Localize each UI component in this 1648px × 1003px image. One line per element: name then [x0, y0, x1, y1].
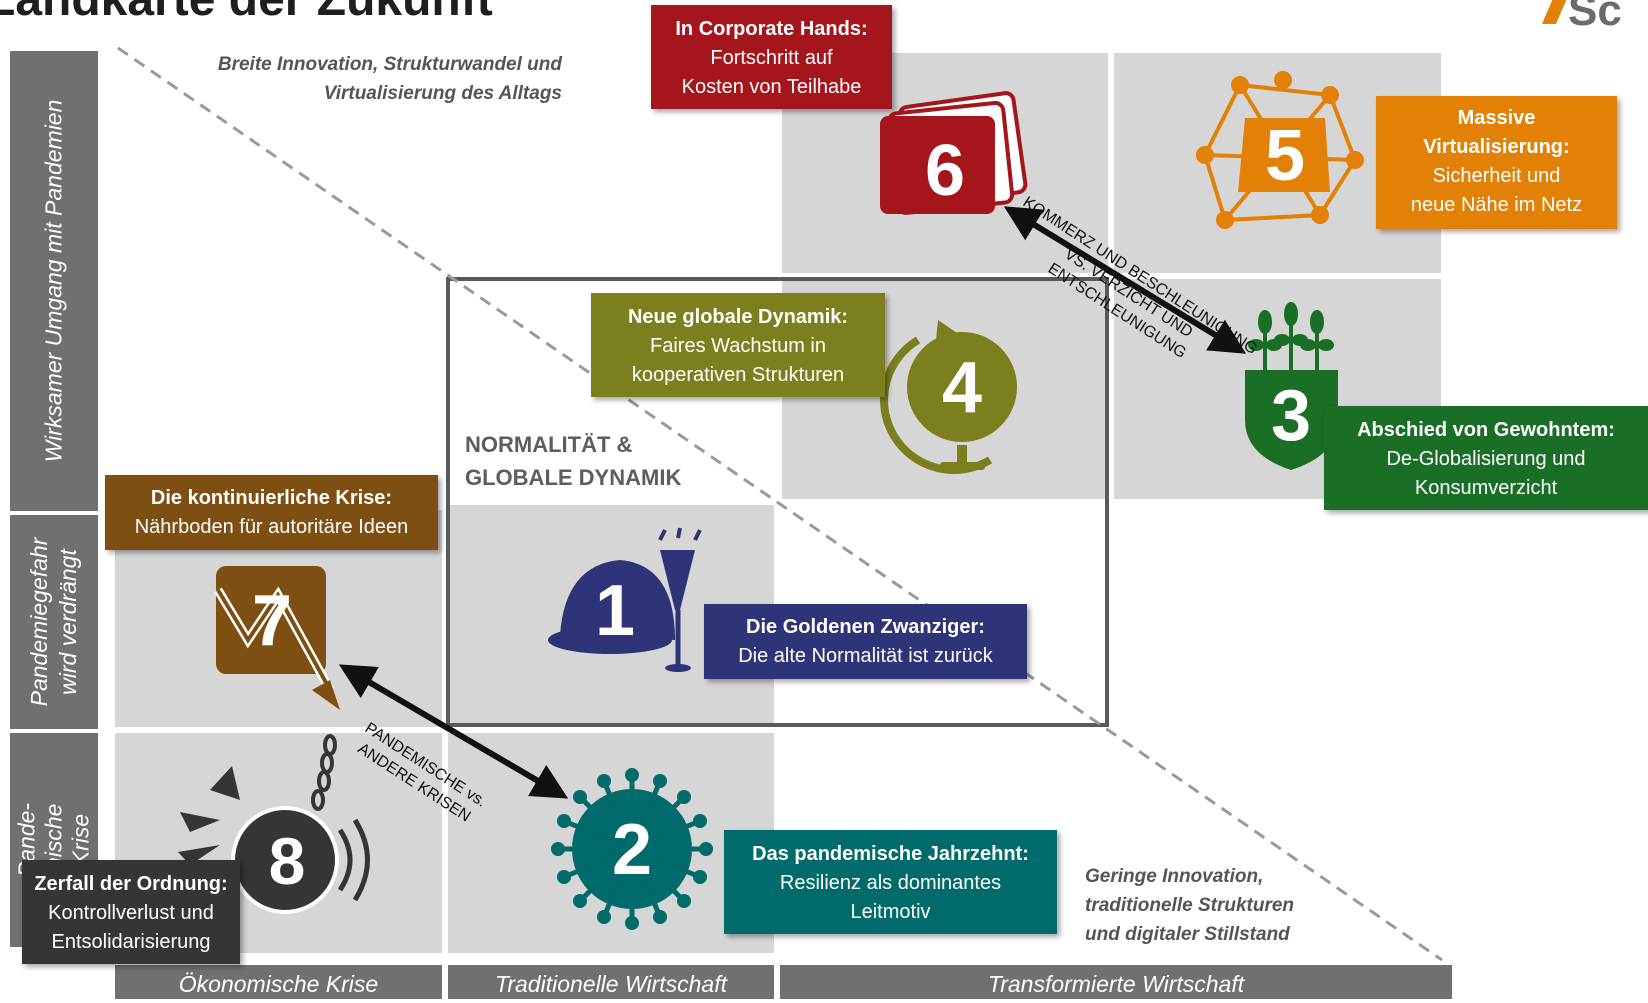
arrow-6-3 — [1003, 206, 1247, 354]
scenario-4-text: Faires Wachstum in kooperativen Struktur… — [631, 335, 845, 386]
scenario-7-title: Die kontinuierliche Krise: — [150, 487, 393, 509]
scenario-1-box: Die Goldenen Zwanziger: Die alte Normali… — [704, 604, 1027, 679]
diagonal-divider — [117, 46, 1443, 962]
scenario-6-icon: 6 — [880, 91, 1028, 215]
x-axis-label-oekonomische-krise: Ökonomische Krise — [115, 965, 442, 999]
scenario-6-text: Fortschritt auf Kosten von Teilhabe — [681, 47, 862, 98]
scenario-4-box: Neue globale Dynamik: Faires Wachstum in… — [591, 293, 885, 397]
arrow-7-2 — [338, 664, 569, 799]
caption-bottom-right: Geringe Innovation, traditionelle Strukt… — [1085, 866, 1295, 945]
scenario-3-title: Abschied von Gewohntem: — [1357, 419, 1615, 441]
y-axis-bar-middle: Pandemiegefahr wird verdrängt — [10, 515, 98, 729]
scenario-4-icon: 4 — [880, 320, 1017, 474]
scenario-8-title: Zerfall der Ordnung: — [34, 873, 228, 895]
scenario-7-number: 7 — [252, 581, 292, 661]
scenario-1-number: 1 — [595, 571, 635, 651]
scenario-4-title: Neue globale Dynamik: — [627, 306, 849, 328]
scenario-5-icon: 5 — [1196, 71, 1364, 229]
scenario-7-text: Nährboden für autoritäre Ideen — [134, 516, 409, 538]
scenario-8-number: 8 — [269, 824, 306, 898]
scenario-4-number: 4 — [942, 348, 982, 428]
scenario-5-box: Massive Virtualisierung: Sicherheit und … — [1376, 96, 1617, 229]
scenario-3-box: Abschied von Gewohntem: De-Globalisierun… — [1324, 406, 1648, 510]
scenario-1-icon: 1 — [548, 527, 702, 672]
scenario-1-title: Die Goldenen Zwanziger: — [746, 616, 985, 638]
scenario-8-text: Kontrollverlust und Entsolidarisierung — [48, 902, 214, 953]
scenario-7-box: Die kontinuierliche Krise: Nährboden für… — [105, 475, 438, 550]
normality-frame — [446, 277, 1109, 727]
x-axis-label-traditionelle-wirtschaft: Traditionelle Wirtschaft — [448, 965, 774, 999]
scenario-6-number: 6 — [925, 131, 965, 211]
brand-logo: Sc — [1538, 0, 1648, 35]
scenario-1-text: Die alte Normalität ist zurück — [738, 645, 993, 667]
scenario-2-text: Resilienz als dominantes Leitmotiv — [779, 872, 1002, 923]
scenario-2-icon: 2 — [551, 768, 713, 930]
scenario-3-text: De-Globalisierung und Konsumverzicht — [1386, 448, 1586, 499]
scenario-6-title: In Corporate Hands: — [675, 18, 868, 40]
scenario-2-number: 2 — [612, 810, 652, 890]
scenario-2-box: Das pandemische Jahrzehnt: Resilienz als… — [724, 830, 1057, 934]
scenario-5-number: 5 — [1265, 116, 1305, 196]
caption-top-left: Breite Innovation, Strukturwandel und Vi… — [217, 54, 562, 104]
normality-label: NORMALITÄT & GLOBALE DYNAMIK — [465, 432, 682, 490]
page-title: Landkarte der Zukunft — [0, 0, 493, 27]
scenario-3-number: 3 — [1271, 376, 1311, 456]
x-axis-label-transformierte-wirtschaft: Transformierte Wirtschaft — [780, 965, 1452, 999]
y-axis-bar-top: Wirksamer Umgang mit Pandemien — [10, 51, 98, 511]
scenario-8-box: Zerfall der Ordnung: Kontrollverlust und… — [22, 860, 240, 964]
scenario-2-title: Das pandemische Jahrzehnt: — [752, 843, 1029, 865]
scenario-3-icon: 3 — [1245, 302, 1338, 470]
scenario-5-title: Massive Virtualisierung: — [1423, 107, 1570, 158]
scenario-7-icon: 7 — [214, 566, 340, 710]
scenario-5-text: Sicherheit und neue Nähe im Netz — [1410, 165, 1583, 216]
scenario-6-box: In Corporate Hands: Fortschritt auf Kost… — [651, 5, 892, 109]
